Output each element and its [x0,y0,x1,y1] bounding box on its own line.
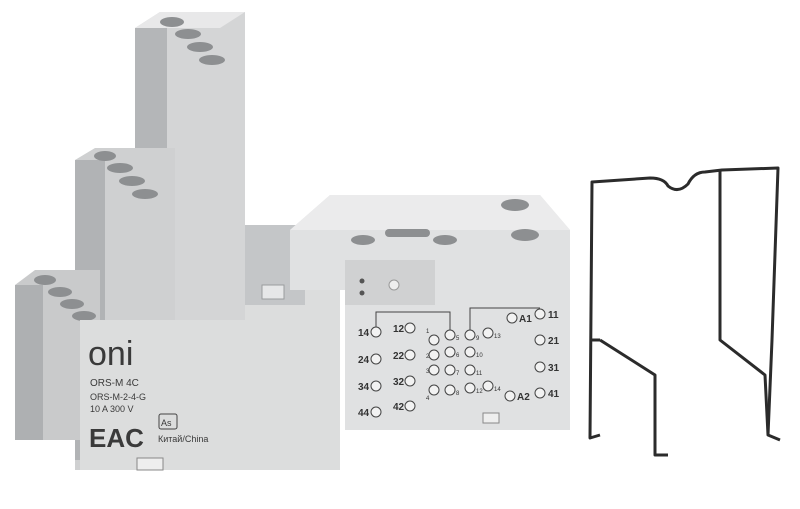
terminal-block-low [15,270,100,440]
svg-text:A2: A2 [517,392,530,403]
retaining-clip [588,166,781,457]
wiring-diagram [370,307,546,418]
eac-mark: EAC [89,423,144,453]
origin-label: Китай/China [158,434,208,444]
svg-text:4: 4 [426,396,430,402]
svg-text:10: 10 [476,353,483,359]
article-label: ORS-M-2-4-G [90,392,146,402]
svg-text:13: 13 [494,334,501,340]
relay-module [290,195,570,430]
svg-text:44: 44 [358,408,370,419]
svg-text:21: 21 [548,336,560,347]
svg-text:42: 42 [393,402,405,413]
rating-label: 10 A 300 V [90,404,134,414]
svg-text:31: 31 [548,363,560,374]
terminal-labels: 14 24 34 44 12 22 32 42 1 2 3 4 5 6 7 8 … [358,310,560,419]
brand-logo: oni [88,335,133,373]
svg-text:11: 11 [476,371,483,377]
svg-text:34: 34 [358,382,370,393]
material-mark: As [161,418,172,428]
svg-text:11: 11 [548,310,559,321]
svg-text:A1: A1 [519,314,532,325]
svg-text:7: 7 [456,371,460,377]
socket-front-face: oni ORS-M 4C ORS-M-2-4-G 10 A 300 V EAC … [80,225,340,471]
svg-text:14: 14 [358,328,370,339]
svg-text:5: 5 [456,336,460,342]
svg-text:1: 1 [426,329,430,335]
svg-text:12: 12 [393,324,405,335]
svg-text:2: 2 [426,354,430,360]
svg-text:32: 32 [393,377,405,388]
svg-text:12: 12 [476,389,483,395]
model-label: ORS-M 4C [90,378,139,389]
svg-text:14: 14 [494,387,501,393]
svg-text:3: 3 [426,369,430,375]
svg-text:6: 6 [456,353,460,359]
svg-text:8: 8 [456,391,460,397]
svg-text:24: 24 [358,355,370,366]
svg-text:22: 22 [393,351,405,362]
svg-text:41: 41 [548,389,560,400]
svg-text:9: 9 [476,336,480,342]
